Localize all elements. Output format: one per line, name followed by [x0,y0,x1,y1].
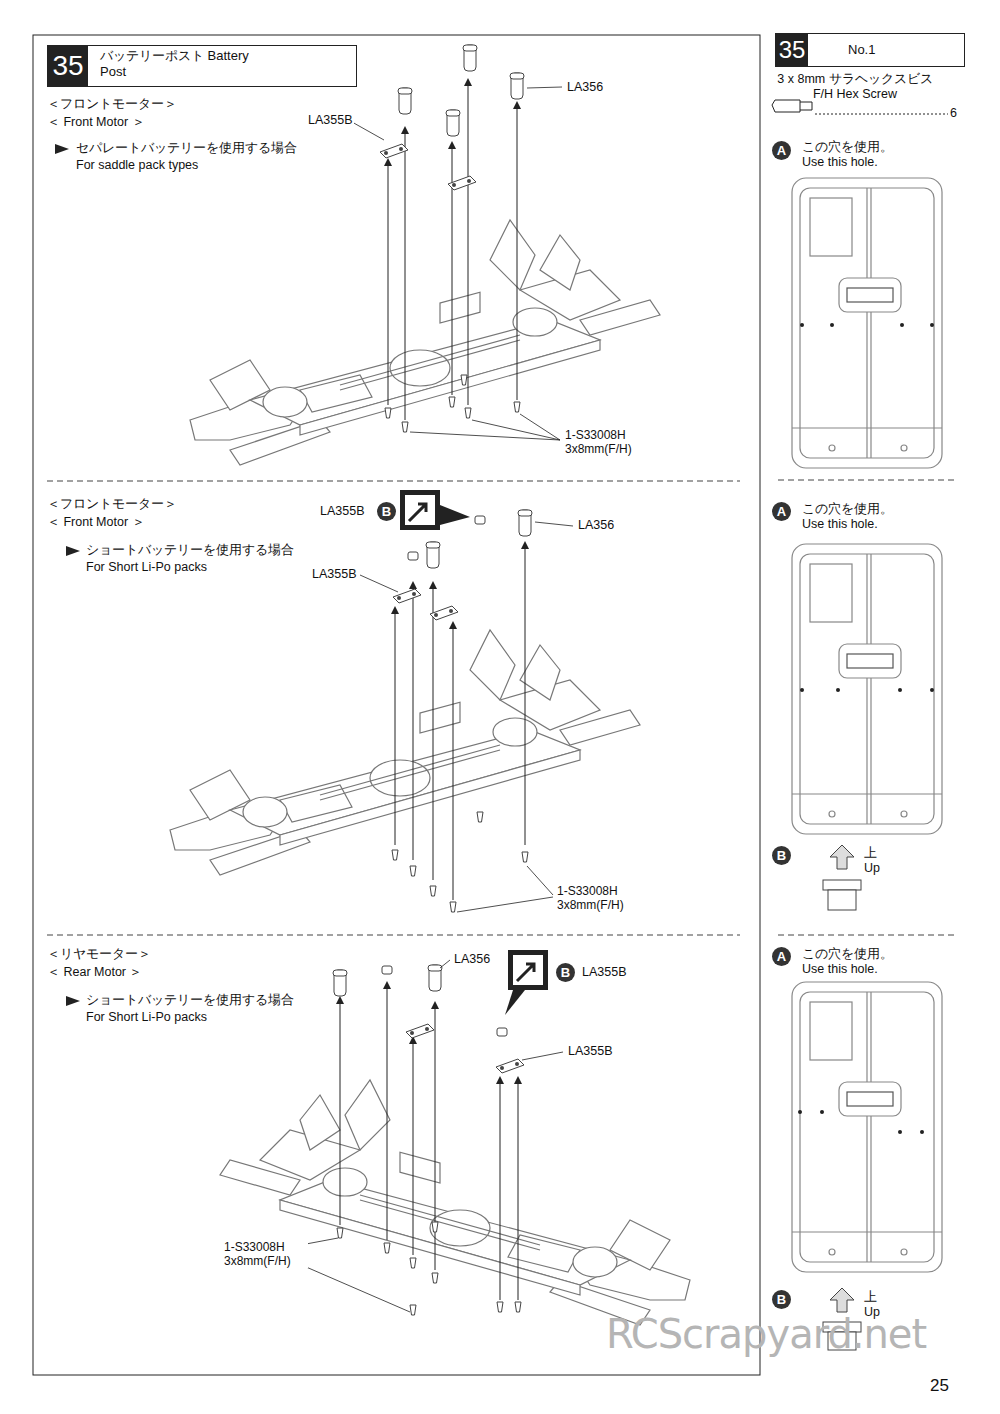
sidebar-note: この穴を使用。 Use this hole. [802,947,902,977]
sidebar-header: 35 No.1 [775,33,965,67]
part-label: LA355B [566,1044,614,1059]
callout-letter: B [772,1290,791,1309]
instruction-text: ＜フロントモーター＞ [47,97,177,112]
sidebar-note: この穴を使用。 Use this hole. [802,502,902,532]
part-label: LA355B [580,965,628,980]
callout-letter: A [772,502,791,521]
instruction-text: For Short Li-Po packs [86,1010,207,1025]
callout-letter: A [772,141,791,160]
callout-letter: B [772,846,791,865]
part-label: 1-S33008H 3x8mm(F/H) [563,428,649,456]
part-label: LA355B [318,504,366,519]
instruction-text: ショートバッテリーを使用する場合 [86,993,294,1008]
callout-letter: A [772,947,791,966]
sidebar-note: この穴を使用。 Use this hole. [802,140,902,170]
page-number: 25 [930,1376,949,1396]
watermark: RCScrapyard.net [606,1310,926,1358]
instruction-text: ＜ Rear Motor ＞ [47,965,142,980]
part-label: LA356 [576,518,616,533]
callout-letter: B [377,502,396,521]
step-number: 35 [776,34,808,66]
part-label: LA355B [310,567,358,582]
instruction-text: ショートバッテリーを使用する場合 [86,543,294,558]
part-label: 1-S33008H 3x8mm(F/H) [222,1240,308,1268]
part-label: LA355B [306,113,354,128]
step-title: バッテリーポスト Battery Post [100,48,250,80]
instruction-text: ＜フロントモーター＞ [47,497,177,512]
instruction-text: ＜ Front Motor ＞ [47,115,145,130]
step-header: 35 バッテリーポスト Battery Post [47,45,357,87]
instruction-text: For saddle pack types [76,158,198,173]
sidebar-note: 6 [950,106,957,121]
sidebar-note: 3 x 8mm サラヘックスビス F/H Hex Screw [775,72,935,102]
part-label: 1-S33008H 3x8mm(F/H) [555,884,641,912]
part-label: LA356 [565,80,605,95]
instruction-text: セパレートバッテリーを使用する場合 [76,141,297,156]
callout-letter: B [556,963,575,982]
step-number: 35 [48,46,88,86]
instruction-text: ＜リヤモーター＞ [47,947,151,962]
instruction-text: For Short Li-Po packs [86,560,207,575]
instruction-text: ＜ Front Motor ＞ [47,515,145,530]
part-label: LA356 [452,952,492,967]
sidebar-note: 上 Up [864,846,886,876]
page-ref: No.1 [848,42,948,58]
